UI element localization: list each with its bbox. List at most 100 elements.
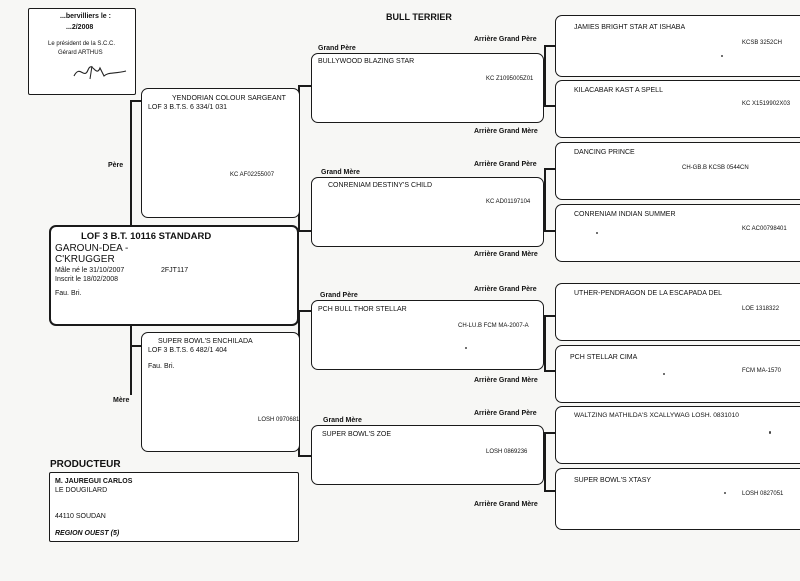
producer-region: REGION OUEST (5)	[55, 530, 120, 537]
subject-inscribed: Inscrit le 18/02/2008	[55, 276, 119, 283]
grandparent-reg: KC AD01197104	[486, 199, 531, 205]
great-grandparent-box-6: PCH STELLAR CIMA FCM MA-1570	[555, 345, 800, 403]
great-grandparent-reg: KC X1519902X03	[742, 101, 791, 107]
great-grandparent-box-5: UTHER-PENDRAGON DE LA ESCAPADA DEL LOE 1…	[555, 283, 800, 341]
great-grandparent-box-4: CONRENIAM INDIAN SUMMER KC AC00798401	[555, 204, 800, 262]
great-grandparent-reg: LOE 1318322	[742, 306, 780, 312]
subject-lof: LOF 3 B.T. 10116 STANDARD	[81, 231, 212, 242]
connector	[544, 168, 556, 170]
great-grandparent-name: JAMIES BRIGHT STAR AT ISHABA	[574, 24, 686, 31]
label-arriere-grand-pere-2: Arrière Grand Père	[474, 161, 537, 168]
scan-speck	[663, 373, 665, 375]
dam-box: SUPER BOWL'S ENCHILADA LOF 3 B.T.S. 6 48…	[141, 332, 300, 452]
label-arriere-grand-pere-1: Arrière Grand Père	[474, 36, 537, 43]
grandparent-box-1: BULLYWOOD BLAZING STAR KC Z1095005Z01	[311, 53, 544, 123]
great-grandparent-box-7: WALTZING MATHILDA'S XCALLYWAG LOSH. 0831…	[555, 406, 800, 464]
scan-speck	[596, 232, 598, 234]
note-line-4: Gérard ARTHUS	[58, 50, 103, 56]
great-grandparent-name: CONRENIAM INDIAN SUMMER	[574, 211, 676, 218]
subject-box: LOF 3 B.T. 10116 STANDARD GAROUN-DEA - C…	[49, 225, 299, 326]
note-line-3: Le président de la S.C.C.	[48, 41, 116, 47]
grandparent-name: PCH BULL THOR STELLAR	[318, 306, 407, 313]
label-grand-mere-2: Grand Mère	[323, 417, 362, 424]
dam-reg: LOSH 0970681	[258, 417, 300, 423]
sire-reg: KC AF02255007	[230, 172, 275, 178]
label-mere: Mère	[113, 397, 130, 404]
connector	[544, 370, 556, 372]
note-line-2: ...2/2008	[66, 24, 94, 31]
producer-box: M. JAUREGUI CARLOS LE DOUGILARD 44110 SO…	[49, 472, 299, 542]
producer-city: 44110 SOUDAN	[55, 513, 106, 520]
subject-birth: Mâle né le 31/10/2007	[55, 267, 125, 274]
great-grandparent-name: WALTZING MATHILDA'S XCALLYWAG LOSH. 0831…	[574, 412, 739, 419]
great-grandparent-reg: KCSB 3252CH	[742, 40, 783, 46]
connector	[544, 315, 546, 370]
label-grand-mere-1: Grand Mère	[321, 169, 360, 176]
scan-speck	[724, 492, 726, 494]
label-grand-pere-1: Grand Père	[318, 45, 356, 52]
connector	[130, 100, 132, 230]
label-pere: Père	[108, 162, 124, 169]
connector	[544, 45, 556, 47]
grandparent-box-3: PCH BULL THOR STELLAR CH-LU.B FCM MA-200…	[311, 300, 544, 370]
connector	[298, 310, 312, 312]
sire-name: YENDORIAN COLOUR SARGEANT	[172, 95, 286, 102]
great-grandparent-name: UTHER-PENDRAGON DE LA ESCAPADA DEL	[574, 290, 723, 297]
great-grandparent-name: KILACABAR KAST A SPELL	[574, 87, 663, 94]
connector	[544, 105, 556, 107]
subject-color: Fau. Bri.	[55, 290, 82, 297]
great-grandparent-box-1: JAMIES BRIGHT STAR AT ISHABA KCSB 3252CH	[555, 15, 800, 77]
subject-name-2: C'KRUGGER	[55, 254, 115, 265]
connector	[130, 325, 132, 395]
grandparent-box-4: SUPER BOWL'S ZOE LOSH 0869236	[311, 425, 544, 485]
subject-name-1: GAROUN-DEA -	[55, 243, 129, 254]
sire-box: YENDORIAN COLOUR SARGEANT LOF 3 B.T.S. 6…	[141, 88, 300, 218]
producer-place: LE DOUGILARD	[55, 487, 108, 494]
label-arriere-grand-pere-4: Arrière Grand Père	[474, 410, 537, 417]
dam-name: SUPER BOWL'S ENCHILADA	[158, 338, 253, 345]
note-line-1: ...bervilliers le :	[60, 13, 111, 20]
label-arriere-grand-pere-3: Arrière Grand Père	[474, 286, 537, 293]
connector	[130, 100, 142, 102]
connector	[544, 315, 556, 317]
grandparent-name: BULLYWOOD BLAZING STAR	[318, 58, 415, 65]
grandparent-name: SUPER BOWL'S ZOE	[322, 431, 392, 438]
grandparent-reg: LOSH 0869236	[486, 449, 528, 455]
label-grand-pere-2: Grand Père	[320, 292, 358, 299]
grandparent-box-2: CONRENIAM DESTINY'S CHILD KC AD01197104	[311, 177, 544, 247]
great-grandparent-reg: KC AC00798401	[742, 226, 787, 232]
connector	[544, 230, 556, 232]
scan-speck	[721, 55, 723, 57]
connector	[298, 85, 312, 87]
connector	[298, 455, 312, 457]
scan-speck	[769, 431, 771, 434]
label-arriere-grand-mere-2: Arrière Grand Mère	[474, 251, 538, 258]
great-grandparent-box-2: KILACABAR KAST A SPELL KC X1519902X03	[555, 80, 800, 138]
great-grandparent-reg: CH-GB.B KCSB 0544CN	[682, 165, 749, 171]
great-grandparent-name: PCH STELLAR CIMA	[570, 354, 638, 361]
dam-color: Fau. Bri.	[148, 363, 175, 370]
subject-id: 2FJT117	[161, 267, 189, 274]
producer-title: PRODUCTEUR	[50, 459, 121, 470]
sire-lof: LOF 3 B.T.S. 6 334/1 031	[148, 104, 227, 111]
connector	[544, 490, 556, 492]
connector	[130, 345, 142, 347]
signature-box	[28, 8, 136, 95]
great-grandparent-box-3: DANCING PRINCE CH-GB.B KCSB 0544CN	[555, 142, 800, 200]
label-arriere-grand-mere-3: Arrière Grand Mère	[474, 377, 538, 384]
great-grandparent-name: DANCING PRINCE	[574, 149, 635, 156]
great-grandparent-box-8: SUPER BOWL'S XTASY LOSH 0827051	[555, 468, 800, 530]
connector	[544, 168, 546, 230]
connector	[544, 432, 556, 434]
grandparent-reg: KC Z1095005Z01	[486, 76, 534, 82]
dam-lof: LOF 3 B.T.S. 6 482/1 404	[148, 347, 227, 354]
great-grandparent-reg: LOSH 0827051	[742, 491, 784, 497]
great-grandparent-reg: FCM MA-1570	[742, 368, 782, 374]
connector	[544, 45, 546, 105]
label-arriere-grand-mere-1: Arrière Grand Mère	[474, 128, 538, 135]
grandparent-reg: CH-LU.B FCM MA-2007-A	[458, 323, 529, 329]
grandparent-name: CONRENIAM DESTINY'S CHILD	[328, 182, 433, 189]
connector	[544, 432, 546, 490]
scan-speck	[465, 347, 467, 349]
